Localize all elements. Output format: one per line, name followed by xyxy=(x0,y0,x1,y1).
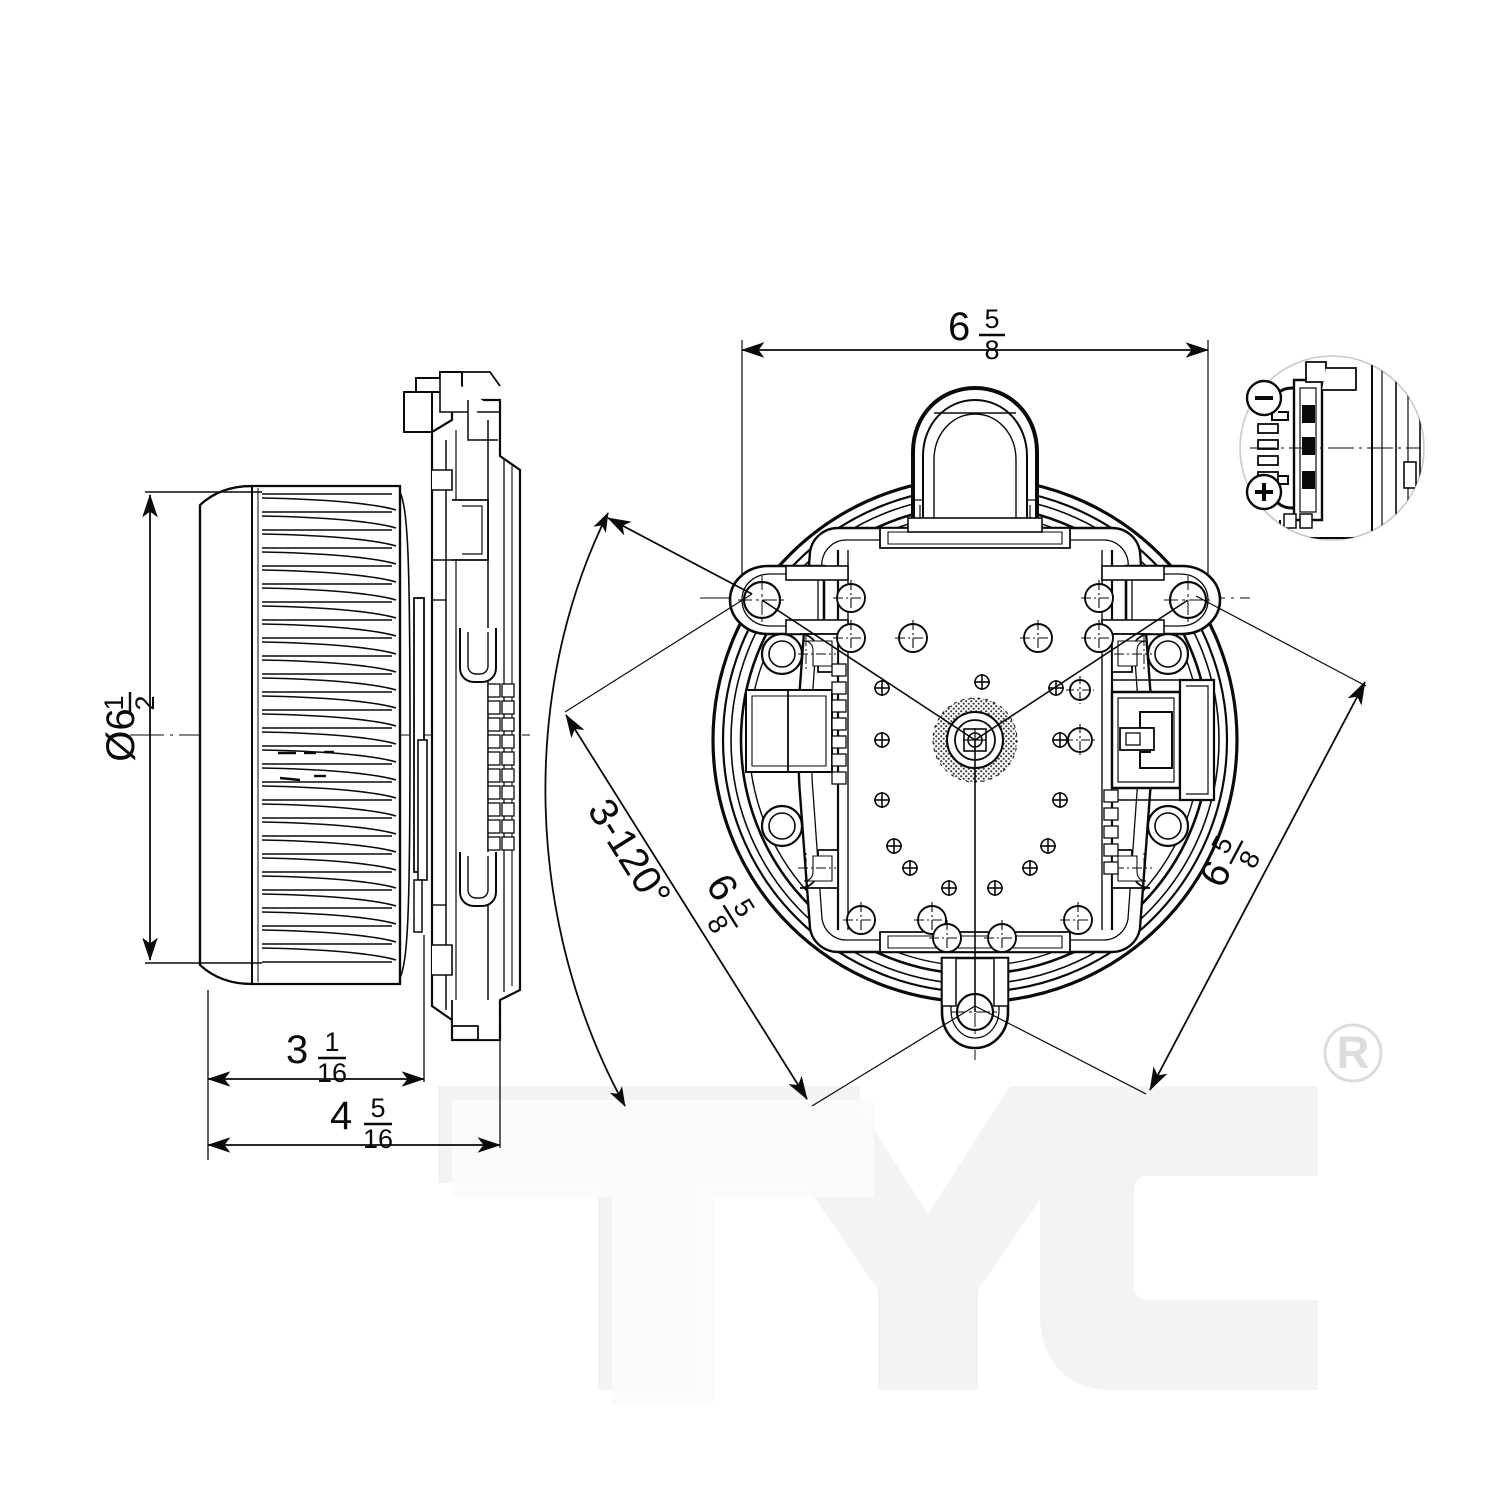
dimension-bolt-circle-right xyxy=(974,595,1367,1095)
positive-terminal-marker xyxy=(1245,473,1283,511)
dimension-bolt-circle-left xyxy=(564,517,976,1107)
registered-mark-letter: R xyxy=(1337,1027,1370,1078)
bolt-circle-right-denominator: 8 xyxy=(1233,846,1267,873)
connector-arch-housing xyxy=(907,385,1043,533)
dimension-wheel-depth-label: 3 1 16 xyxy=(286,1027,347,1088)
angular-dimension-text: 3-120° xyxy=(579,791,679,915)
dimension-diameter xyxy=(142,491,262,964)
bolt-pattern-leaders xyxy=(761,599,1189,1012)
motor-housing-side xyxy=(403,371,522,1042)
fastener-markers xyxy=(833,580,1117,956)
wheel-depth-denominator: 16 xyxy=(317,1058,347,1088)
overall-width-denominator: 8 xyxy=(984,335,999,365)
housing-cavity-panels xyxy=(745,689,833,773)
vent-slot-strips xyxy=(831,663,1119,875)
overall-depth-denominator: 16 xyxy=(363,1124,393,1154)
dimension-overall-width xyxy=(741,340,1209,620)
wheel-depth-whole: 3 xyxy=(286,1028,308,1072)
blower-wheel xyxy=(198,484,411,986)
dimension-overall-depth-label: 4 5 16 xyxy=(330,1093,393,1154)
overall-depth-whole: 4 xyxy=(330,1094,352,1138)
overall-width-whole: 6 xyxy=(948,305,970,349)
motor-back-plate-inner xyxy=(810,539,1140,941)
diameter-fraction-numerator: 1 xyxy=(99,695,129,710)
dimension-overall-width-label: 6 5 8 xyxy=(948,304,1005,365)
overall-width-numerator: 5 xyxy=(984,304,999,334)
dimension-diameter-label: Ø6 1 2 xyxy=(99,692,160,762)
side-elevation-view xyxy=(130,371,530,1042)
dimension-angular-label: 3-120° xyxy=(579,791,679,915)
registered-mark-icon: R xyxy=(1323,1023,1383,1083)
wheel-depth-numerator: 1 xyxy=(324,1027,339,1057)
dimension-overall-depth xyxy=(207,1036,501,1153)
bolt-circle-left-denominator: 8 xyxy=(701,910,734,939)
electrical-connector-block xyxy=(1110,678,1216,802)
dimension-wheel-depth xyxy=(207,935,425,1160)
overall-depth-numerator: 5 xyxy=(370,1093,385,1123)
tyc-watermark: R xyxy=(438,1023,1383,1404)
negative-terminal-marker xyxy=(1245,379,1283,417)
diameter-fraction-denominator: 2 xyxy=(130,695,160,710)
connector-detail-view xyxy=(1239,355,1425,541)
diameter-symbol: Ø6 xyxy=(99,708,143,761)
front-plan-view xyxy=(700,385,1250,1060)
mounting-ear-top-right xyxy=(1101,564,1222,636)
